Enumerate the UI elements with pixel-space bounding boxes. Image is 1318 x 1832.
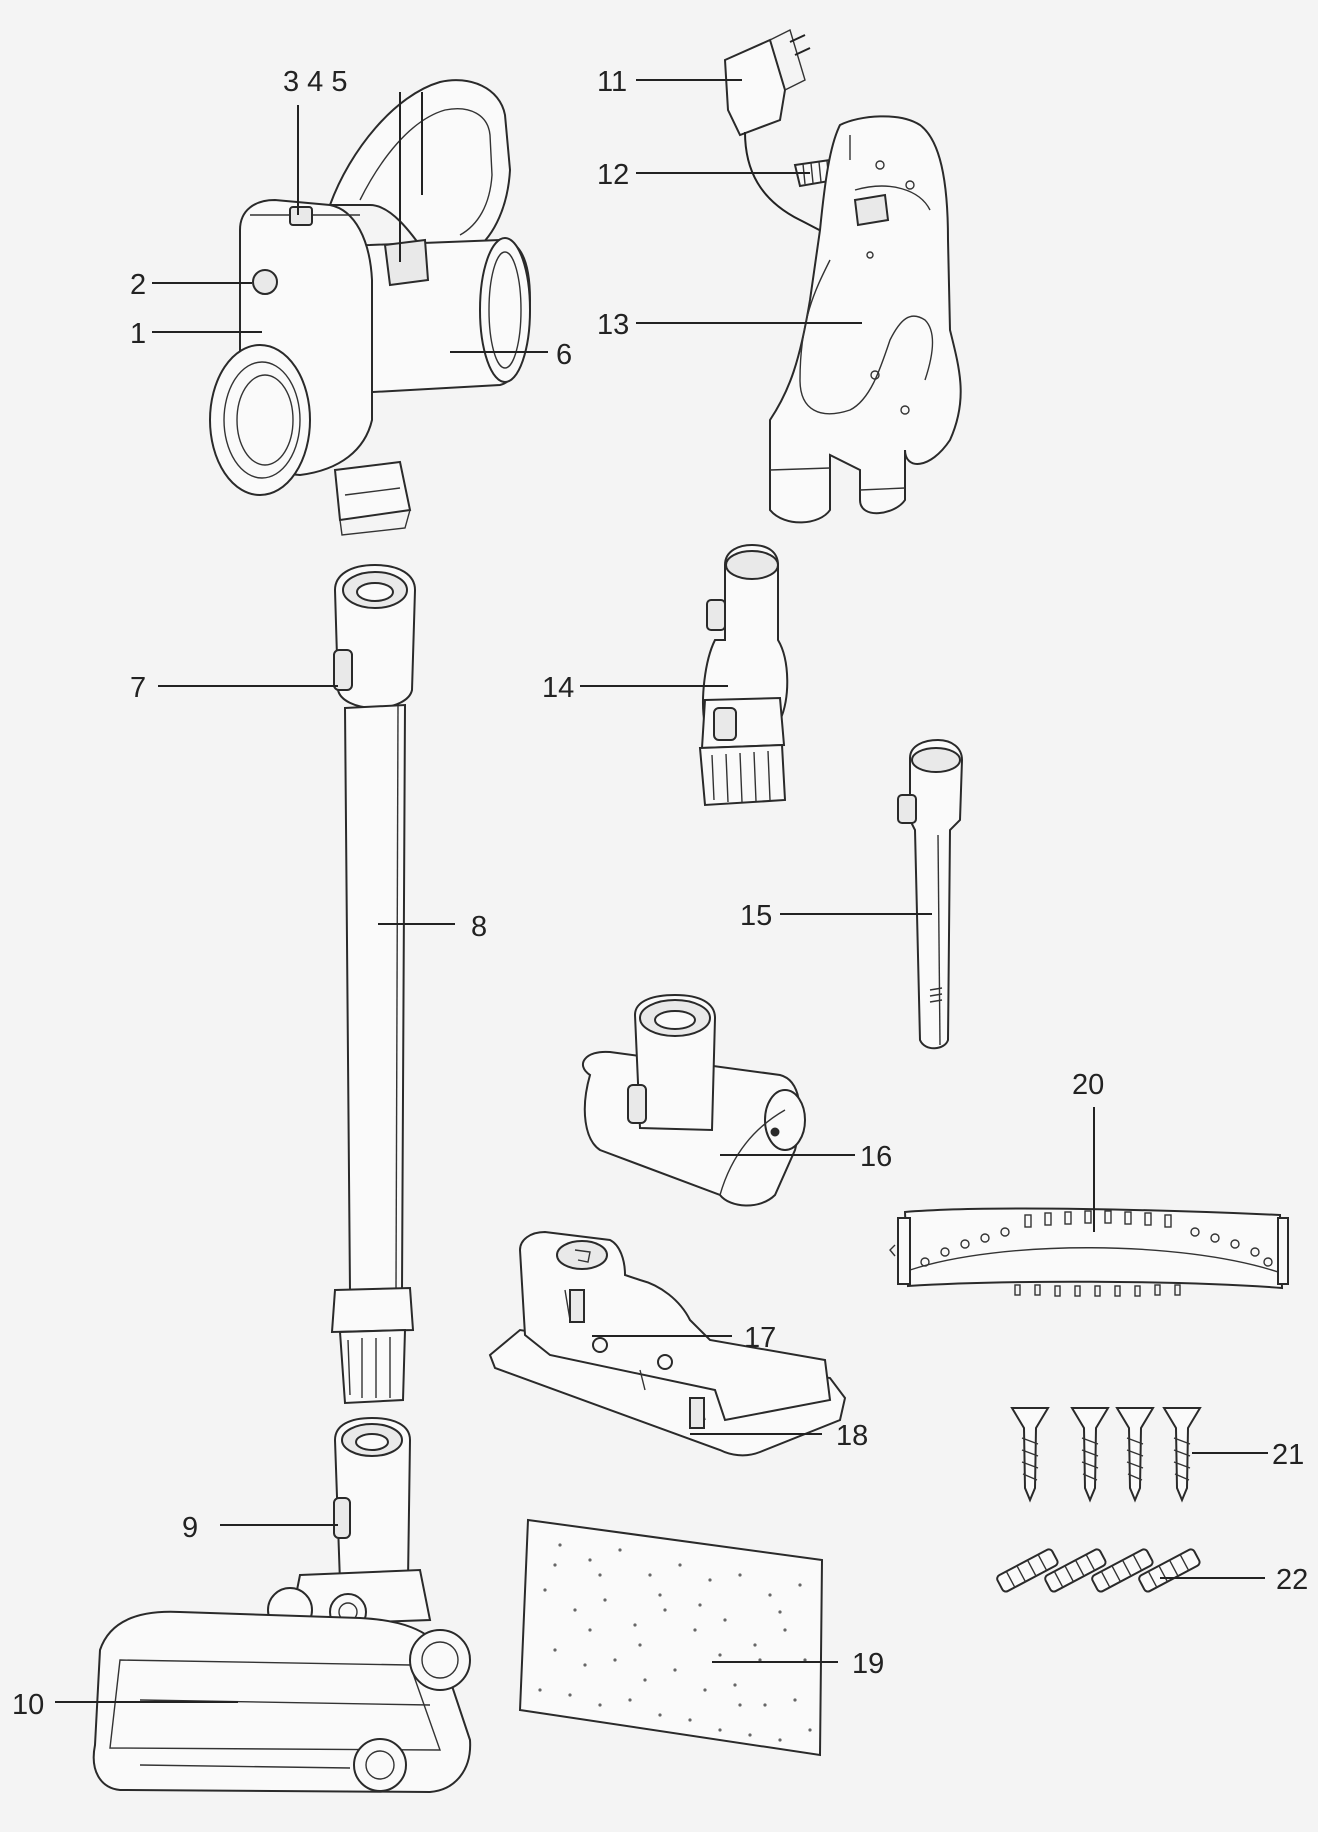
label-7: 7	[130, 672, 146, 704]
label-21: 21	[1272, 1439, 1304, 1471]
label-6: 6	[556, 339, 572, 371]
wall-plugs	[996, 1548, 1201, 1593]
label-2: 2	[130, 269, 146, 301]
label-11: 11	[597, 66, 627, 98]
label-19: 19	[852, 1648, 884, 1680]
mop-base	[488, 1230, 847, 1457]
mop-pad	[518, 1518, 824, 1757]
label-12: 12	[597, 159, 629, 191]
label-17: 17	[744, 1322, 776, 1354]
combination-brush	[698, 543, 789, 807]
label-345: 3 4 5	[283, 66, 348, 98]
label-10: 10	[12, 1689, 44, 1721]
label-13: 13	[597, 309, 629, 341]
label-14: 14	[542, 672, 574, 704]
main-unit	[209, 79, 532, 536]
label-18: 18	[836, 1420, 868, 1452]
label-22: 22	[1276, 1564, 1308, 1596]
extension-tube	[330, 563, 417, 1405]
label-1: 1	[130, 318, 146, 350]
wall-mount	[769, 115, 962, 524]
leader-lines	[55, 79, 1268, 1703]
floor-brush	[92, 1416, 472, 1794]
roller-brush	[889, 1207, 1289, 1297]
screws	[1010, 1407, 1202, 1503]
part-number-labels: 1 2 3 4 5 6 7 8 9 10 11 12 13 14 15 16 1…	[12, 66, 1308, 1721]
label-9: 9	[182, 1512, 198, 1544]
label-8: 8	[471, 911, 487, 943]
mini-brush	[582, 993, 806, 1207]
label-16: 16	[860, 1141, 892, 1173]
crevice-tool	[897, 738, 964, 1050]
label-20: 20	[1072, 1069, 1104, 1101]
label-15: 15	[740, 900, 772, 932]
